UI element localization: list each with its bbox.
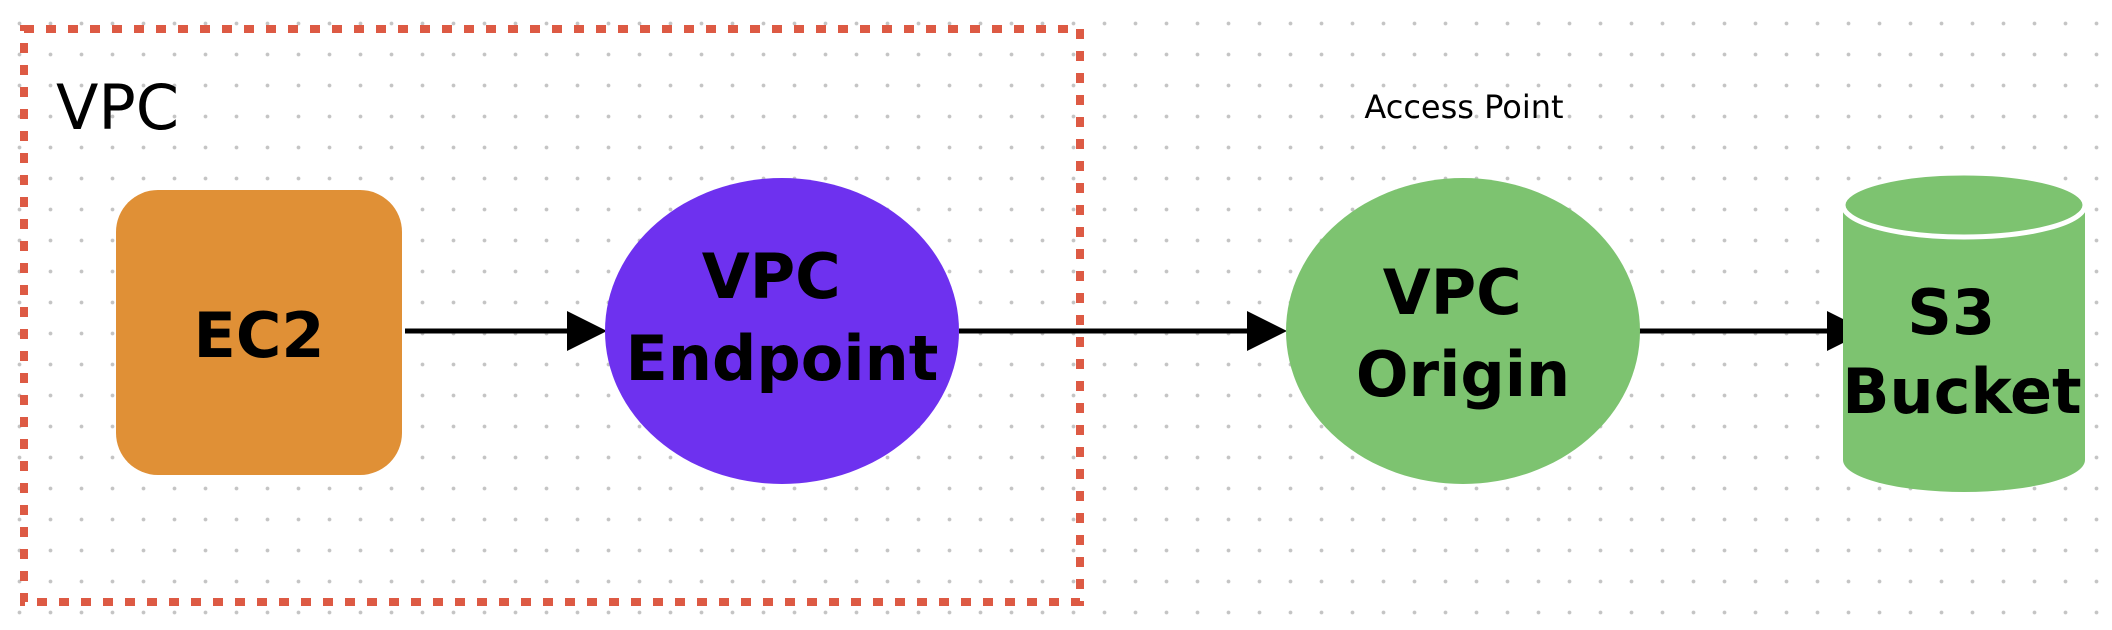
vpc-group-label: VPC <box>56 71 179 144</box>
ec2-node-label: EC2 <box>194 299 325 372</box>
access-point-label: Access Point <box>1364 88 1563 126</box>
vpc-origin-node[interactable]: VPC Origin <box>1286 178 1640 484</box>
vpc-endpoint-node-shape <box>605 178 959 484</box>
vpc-endpoint-node-label: VPC Endpoint <box>626 240 939 395</box>
s3-bucket-node-label: S3 Bucket <box>1842 276 2081 428</box>
ec2-node[interactable]: EC2 <box>116 190 402 475</box>
s3-bucket-node[interactable]: S3 Bucket <box>1840 170 2088 492</box>
vpc-origin-node-shape <box>1286 178 1640 484</box>
vpc-endpoint-label-line-2: Endpoint <box>626 322 939 395</box>
s3-bucket-label-line-2: Bucket <box>1842 355 2081 428</box>
vpc-origin-label-line-1: VPC <box>1383 256 1522 329</box>
vpc-endpoint-node[interactable]: VPC Endpoint <box>605 178 959 484</box>
vpc-endpoint-label-line-1: VPC <box>702 240 841 313</box>
ec2-node-shape <box>116 190 402 475</box>
vpc-origin-node-label: VPC Origin <box>1356 256 1570 411</box>
vpc-group-boundary <box>20 25 1084 606</box>
vpc-origin-label-line-2: Origin <box>1356 338 1570 411</box>
s3-bucket-cylinder-top <box>1840 170 2088 240</box>
s3-bucket-label-line-1: S3 <box>1907 276 1995 349</box>
s3-bucket-cylinder-body <box>1843 205 2085 492</box>
